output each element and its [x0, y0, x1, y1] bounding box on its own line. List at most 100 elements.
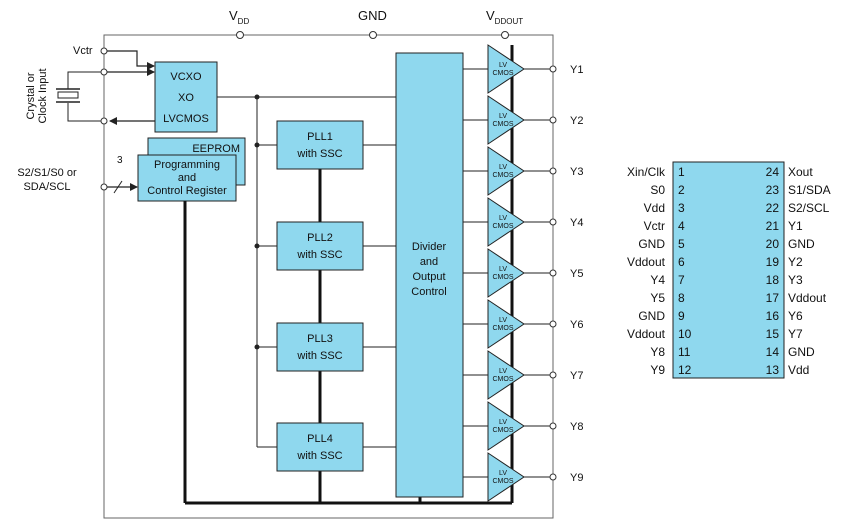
- output-label-y2: Y2: [570, 115, 583, 127]
- pll3-block: PLL3 with SSC: [276, 322, 396, 372]
- pin-name-right: Vdd: [788, 363, 809, 377]
- buffer-label-cmos: CMOS: [493, 274, 514, 281]
- pll2-subtitle: with SSC: [296, 249, 342, 261]
- buffer-triangle: [487, 299, 525, 349]
- pin-name-right: S1/SDA: [788, 183, 831, 197]
- pin-name-left: S0: [650, 183, 665, 197]
- pin-name-right: GND: [788, 345, 815, 359]
- buffer-label-cmos: CMOS: [493, 376, 514, 383]
- pin-number-right: 18: [766, 273, 780, 287]
- output-label-y3: Y3: [570, 166, 583, 178]
- pll3-title: PLL3: [307, 333, 333, 345]
- pin-name-right: Xout: [788, 165, 813, 179]
- package-outline: [672, 161, 785, 379]
- buffer-label-lv: LV: [499, 266, 507, 273]
- serial-label-2: SDA/SCL: [23, 181, 70, 193]
- crystal-label-1: Crystal or: [25, 72, 37, 119]
- pin-number-left: 9: [678, 309, 685, 323]
- buffer-label-cmos: CMOS: [493, 478, 514, 485]
- buffer-triangle: [487, 248, 525, 298]
- buffer-label-lv: LV: [499, 164, 507, 171]
- pin-name-left: Vddout: [627, 327, 666, 341]
- divider-line-4: Control: [411, 286, 446, 298]
- pin-number-right: 22: [766, 201, 780, 215]
- pin-number-right: 19: [766, 255, 780, 269]
- serial-input: S2/S1/S0 or SDA/SCL 3: [17, 155, 138, 194]
- buffer-label-lv: LV: [499, 62, 507, 69]
- bus-width-label: 3: [117, 155, 123, 166]
- pll2-block: PLL2 with SSC: [276, 221, 396, 271]
- buffer-triangle: [487, 146, 525, 196]
- vdd-label: VDD: [229, 8, 249, 26]
- buffer-label-lv: LV: [499, 317, 507, 324]
- pin-number-left: 5: [678, 237, 685, 251]
- output-buffer-4: LVCMOS Y4: [463, 197, 583, 247]
- buffer-triangle: [487, 95, 525, 145]
- buffer-label-lv: LV: [499, 215, 507, 222]
- pin-number-left: 1: [678, 165, 685, 179]
- pin-name-left: Xin/Clk: [627, 165, 666, 179]
- pin-number-left: 11: [678, 345, 691, 359]
- output-label-y1: Y1: [570, 64, 583, 76]
- pin-name-left: Y4: [650, 273, 665, 287]
- pin-name-left: Y9: [650, 363, 665, 377]
- pin-name-right: Y6: [788, 309, 803, 323]
- buffer-label-cmos: CMOS: [493, 427, 514, 434]
- eeprom-label: EEPROM: [192, 143, 240, 155]
- pin-name-right: Y2: [788, 255, 803, 269]
- pin-number-left: 3: [678, 201, 685, 215]
- prog-line-2: and: [178, 172, 196, 184]
- pin-number-left: 10: [678, 327, 692, 341]
- pin-name-left: Vddout: [627, 255, 666, 269]
- pin-number-left: 7: [678, 273, 685, 287]
- pll4-subtitle: with SSC: [296, 450, 342, 462]
- pll1-block: PLL1 with SSC: [276, 120, 396, 170]
- pin-name-left: GND: [638, 237, 665, 251]
- pll2-title: PLL2: [307, 232, 333, 244]
- pin-number-right: 16: [766, 309, 780, 323]
- pin-name-left: GND: [638, 309, 665, 323]
- osc-line-lvcmos: LVCMOS: [163, 113, 209, 125]
- pin-number-left: 8: [678, 291, 685, 305]
- pin-number-right: 17: [766, 291, 780, 305]
- pin-number-right: 13: [766, 363, 780, 377]
- pll4-title: PLL4: [307, 433, 333, 445]
- reference-bus: [217, 94, 396, 448]
- divider-block: Divider and Output Control: [395, 52, 464, 498]
- pin-name-left: Vctr: [644, 219, 665, 233]
- buffer-label-lv: LV: [499, 368, 507, 375]
- prog-line-3: Control Register: [147, 185, 227, 197]
- crystal-input: Crystal or Clock Input: [25, 68, 155, 125]
- pin-name-left: Y8: [650, 345, 665, 359]
- buffer-triangle: [487, 197, 525, 247]
- pin-number-right: 15: [766, 327, 780, 341]
- divider-line-3: Output: [412, 271, 445, 283]
- vdd-rail: VDD: [229, 8, 249, 39]
- output-label-y8: Y8: [570, 421, 583, 433]
- gnd-rail: GND: [358, 8, 387, 39]
- pll4-block: PLL4 with SSC: [276, 422, 396, 472]
- osc-line-xo: XO: [178, 92, 194, 104]
- oscillator-block: VCXO XO LVCMOS: [154, 61, 218, 133]
- pin-name-right: S2/SCL: [788, 201, 830, 215]
- prog-line-1: Programming: [154, 159, 220, 171]
- vctr-label: Vctr: [73, 45, 93, 57]
- divider-line-2: and: [420, 256, 438, 268]
- pll3-subtitle: with SSC: [296, 350, 342, 362]
- buffer-triangle: [487, 350, 525, 400]
- crystal-label-2: Clock Input: [37, 68, 49, 123]
- buffer-label-cmos: CMOS: [493, 223, 514, 230]
- output-label-y5: Y5: [570, 268, 583, 280]
- buffer-label-cmos: CMOS: [493, 325, 514, 332]
- pin-name-right: Y1: [788, 219, 803, 233]
- divider-line-1: Divider: [412, 241, 447, 253]
- output-label-y4: Y4: [570, 217, 583, 229]
- buffer-label-cmos: CMOS: [493, 172, 514, 179]
- pin-name-right: Y3: [788, 273, 803, 287]
